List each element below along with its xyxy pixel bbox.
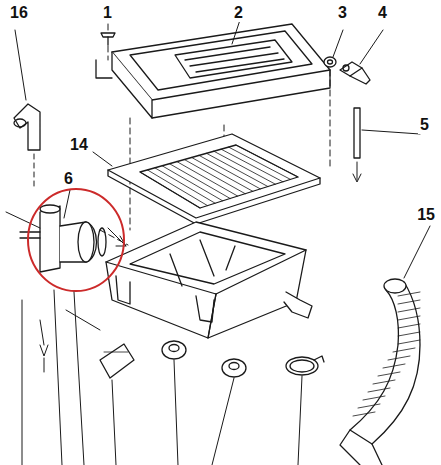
grommet — [324, 30, 343, 67]
intake-hose — [340, 226, 430, 465]
filter-housing — [106, 222, 312, 338]
callout-number: 16 — [8, 4, 30, 22]
leader-line — [22, 290, 302, 465]
filter-element — [93, 134, 320, 224]
filter-cover — [96, 12, 330, 118]
callout-number: 14 — [68, 136, 90, 154]
assembly-line — [100, 46, 330, 245]
callout-number: 4 — [376, 4, 389, 22]
temperature-sensor — [340, 30, 383, 84]
callout-number: 2 — [232, 4, 245, 22]
callout-number: 15 — [415, 206, 437, 224]
screw — [101, 24, 115, 45]
stud — [353, 108, 420, 182]
breather-elbow — [14, 30, 40, 190]
highlight-circle — [28, 189, 124, 291]
callout-number: 1 — [101, 4, 114, 22]
callout-number: 6 — [62, 170, 75, 188]
callout-number: 5 — [418, 116, 431, 134]
inlet-sleeve — [100, 344, 134, 378]
hose-clamp — [286, 356, 324, 375]
callout-number: 3 — [336, 4, 349, 22]
